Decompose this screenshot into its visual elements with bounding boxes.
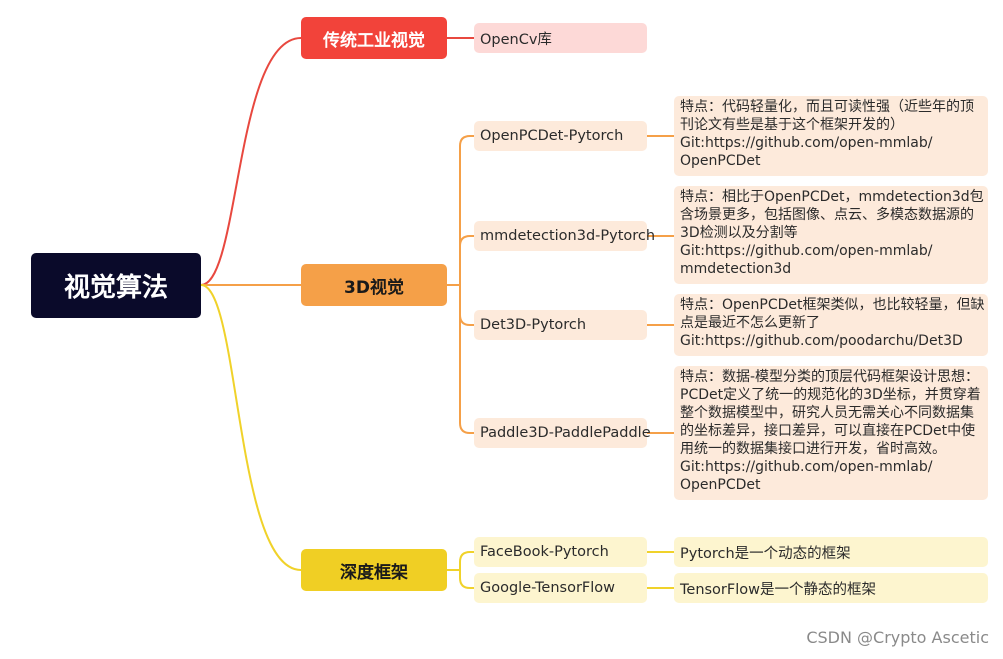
note-line: mmdetection3d bbox=[680, 261, 792, 277]
link-3d-to-mmdet bbox=[459, 235, 474, 285]
leaf-paddle3d[interactable]: Paddle3D-PaddlePaddle bbox=[474, 418, 651, 448]
note-paddle3d[interactable]: 特点：数据-模型分类的顶层代码框架设计思想： PCDet定义了统一的规范化的3D… bbox=[674, 366, 988, 500]
leaf-openpcdet[interactable]: OpenPCDet-Pytorch bbox=[474, 121, 647, 151]
branch-traditional-vision[interactable]: 传统工业视觉 bbox=[301, 17, 447, 59]
note-line: 特点：数据-模型分类的顶层代码框架设计思想： bbox=[680, 369, 980, 385]
link-3d-to-paddle bbox=[459, 285, 474, 434]
link-3d-to-det3d bbox=[459, 285, 474, 326]
leaf-det3d[interactable]: Det3D-Pytorch bbox=[474, 310, 647, 340]
note-tensorflow[interactable]: TensorFlow是一个静态的框架 bbox=[674, 573, 988, 603]
root-node[interactable]: 视觉算法 bbox=[31, 253, 201, 318]
leaf-mmdetection3d[interactable]: mmdetection3d-Pytorch bbox=[474, 221, 655, 251]
branch-3d-vision[interactable]: 3D视觉 bbox=[301, 264, 447, 306]
link-framework-to-pytorch bbox=[459, 551, 474, 570]
leaf-google-tensorflow[interactable]: Google-TensorFlow bbox=[474, 573, 647, 603]
note-line: 3D检测以及分割等 bbox=[680, 225, 798, 241]
note-line: PCDet定义了统一的规范化的3D坐标，并贯穿着 bbox=[680, 387, 981, 403]
note-mmdetection3d[interactable]: 特点：相比于OpenPCDet，mmdetection3d包 含场景更多，包括图… bbox=[674, 186, 988, 284]
note-line: 刊论文有些是基于这个框架开发的） bbox=[680, 117, 904, 133]
note-line: 点是最近不怎么更新了 bbox=[680, 315, 820, 331]
note-line: 特点：代码轻量化，而且可读性强（近些年的顶 bbox=[680, 99, 974, 115]
note-line: OpenPCDet bbox=[680, 153, 761, 169]
note-line: Git:https://github.com/open-mmlab/ bbox=[680, 459, 933, 475]
watermark: CSDN @Crypto Ascetic bbox=[806, 628, 989, 647]
note-line: 含场景更多，包括图像、点云、多模态数据源的 bbox=[680, 207, 974, 223]
note-line: OpenPCDet bbox=[680, 477, 761, 493]
note-line: 特点：OpenPCDet框架类似，也比较轻量，但缺 bbox=[680, 297, 985, 313]
branch-deep-framework[interactable]: 深度框架 bbox=[301, 549, 447, 591]
link-3d-to-openpcdet bbox=[459, 135, 474, 285]
note-line: 用统一的数据集接口进行开发，省时高效。 bbox=[680, 441, 946, 457]
link-framework-to-tf bbox=[459, 570, 474, 589]
link-root-to-framework bbox=[200, 284, 302, 571]
note-openpcdet[interactable]: 特点：代码轻量化，而且可读性强（近些年的顶 刊论文有些是基于这个框架开发的） G… bbox=[674, 96, 988, 176]
note-line: Git:https://github.com/open-mmlab/ bbox=[680, 243, 933, 259]
leaf-opencv[interactable]: OpenCv库 bbox=[474, 23, 647, 53]
note-det3d[interactable]: 特点：OpenPCDet框架类似，也比较轻量，但缺 点是最近不怎么更新了 Git… bbox=[674, 294, 988, 356]
note-pytorch[interactable]: Pytorch是一个动态的框架 bbox=[674, 537, 988, 567]
note-line: Git:https://github.com/open-mmlab/ bbox=[680, 135, 933, 151]
leaf-facebook-pytorch[interactable]: FaceBook-Pytorch bbox=[474, 537, 647, 567]
note-line: Git:https://github.com/poodarchu/Det3D bbox=[680, 333, 963, 349]
note-line: 的坐标差异，接口差异，可以直接在PCDet中使 bbox=[680, 423, 976, 439]
note-line: 整个数据模型中，研究人员无需关心不同数据集 bbox=[680, 405, 974, 421]
note-line: 特点：相比于OpenPCDet，mmdetection3d包 bbox=[680, 189, 984, 205]
link-root-to-traditional bbox=[200, 37, 302, 286]
